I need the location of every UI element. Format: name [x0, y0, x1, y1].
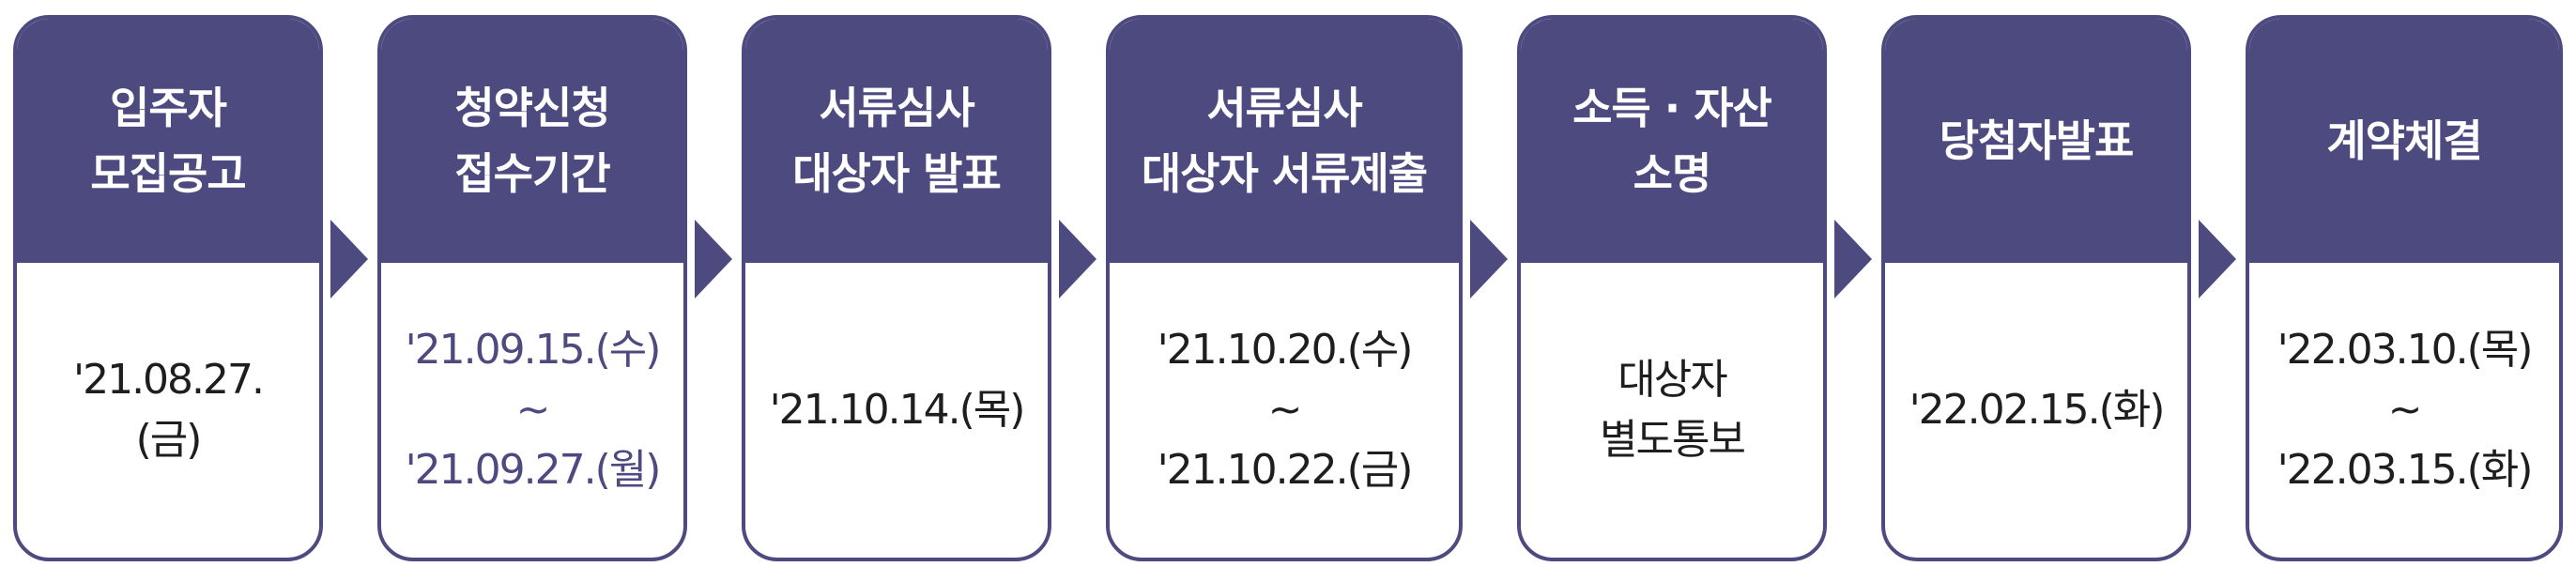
step-title-line: 서류심사	[819, 83, 974, 133]
step-date: '22.02.15.(화)	[1909, 386, 2166, 434]
step-detail: '21.08.27. (금)	[17, 263, 319, 558]
step-header: 입주자 모집공고	[17, 19, 319, 263]
step-header: 청약신청 접수기간	[381, 19, 683, 263]
step-detail: '21.10.14.(목)	[745, 263, 1048, 558]
step-title-line: 입주자	[110, 83, 227, 133]
step-date-separator: ~	[515, 386, 551, 434]
step-title-line: 소명	[1633, 148, 1712, 199]
triangle-right-arrow-icon	[1834, 220, 1872, 299]
step-contract-signing: 계약체결 '22.03.10.(목) ~ '22.03.15.(화)	[2246, 15, 2563, 561]
triangle-right-arrow-icon	[2199, 220, 2236, 299]
step-detail: 대상자 별도통보	[1521, 263, 1823, 558]
step-header: 계약체결	[2249, 19, 2559, 263]
step-title-line: 대상자 발표	[792, 148, 1002, 199]
step-title-line: 모집공고	[90, 148, 246, 199]
step-title-line: 당첨자발표	[1939, 115, 2135, 166]
step-detail-line: 대상자	[1618, 356, 1727, 404]
step-title-line: 서류심사	[1206, 83, 1362, 133]
step-income-asset-explanation: 소득 · 자산 소명 대상자 별도통보	[1517, 15, 1827, 561]
triangle-right-arrow-icon	[1059, 220, 1096, 299]
step-recruitment-notice: 입주자 모집공고 '21.08.27. (금)	[13, 15, 323, 561]
step-title-line: 대상자 서류제출	[1141, 148, 1428, 199]
step-title-line: 청약신청	[454, 83, 610, 133]
step-detail-line: 별도통보	[1600, 416, 1746, 464]
step-title-line: 계약체결	[2326, 115, 2482, 166]
step-date-separator: ~	[2387, 386, 2423, 434]
step-detail: '22.03.10.(목) ~ '22.03.15.(화)	[2249, 263, 2559, 558]
step-header: 소득 · 자산 소명	[1521, 19, 1823, 263]
step-date: '21.08.27.	[72, 356, 265, 404]
step-date-start: '21.09.15.(수)	[405, 326, 662, 374]
step-date: '21.10.14.(목)	[769, 386, 1026, 434]
step-title-line: 접수기간	[454, 148, 610, 199]
step-date-separator: ~	[1267, 386, 1303, 434]
step-header: 서류심사 대상자 서류제출	[1110, 19, 1459, 263]
step-application-period: 청약신청 접수기간 '21.09.15.(수) ~ '21.09.27.(월)	[377, 15, 687, 561]
step-document-submission: 서류심사 대상자 서류제출 '21.10.20.(수) ~ '21.10.22.…	[1106, 15, 1463, 561]
step-detail: '21.09.15.(수) ~ '21.09.27.(월)	[381, 263, 683, 558]
step-header: 서류심사 대상자 발표	[745, 19, 1048, 263]
step-detail: '22.02.15.(화)	[1885, 263, 2187, 558]
step-date-end: '21.10.22.(금)	[1157, 446, 1414, 494]
triangle-right-arrow-icon	[1470, 220, 1508, 299]
step-date-start: '21.10.20.(수)	[1157, 326, 1414, 374]
triangle-right-arrow-icon	[330, 220, 368, 299]
step-winner-announcement: 당첨자발표 '22.02.15.(화)	[1881, 15, 2191, 561]
step-title-line: 소득 · 자산	[1572, 83, 1772, 133]
step-detail: '21.10.20.(수) ~ '21.10.22.(금)	[1110, 263, 1459, 558]
step-date-start: '22.03.10.(목)	[2277, 326, 2534, 374]
step-header: 당첨자발표	[1885, 19, 2187, 263]
step-date-end: '22.03.15.(화)	[2277, 446, 2534, 494]
step-weekday: (금)	[135, 416, 203, 464]
step-date-end: '21.09.27.(월)	[405, 446, 662, 494]
triangle-right-arrow-icon	[695, 220, 732, 299]
step-document-review-announcement: 서류심사 대상자 발표 '21.10.14.(목)	[742, 15, 1051, 561]
